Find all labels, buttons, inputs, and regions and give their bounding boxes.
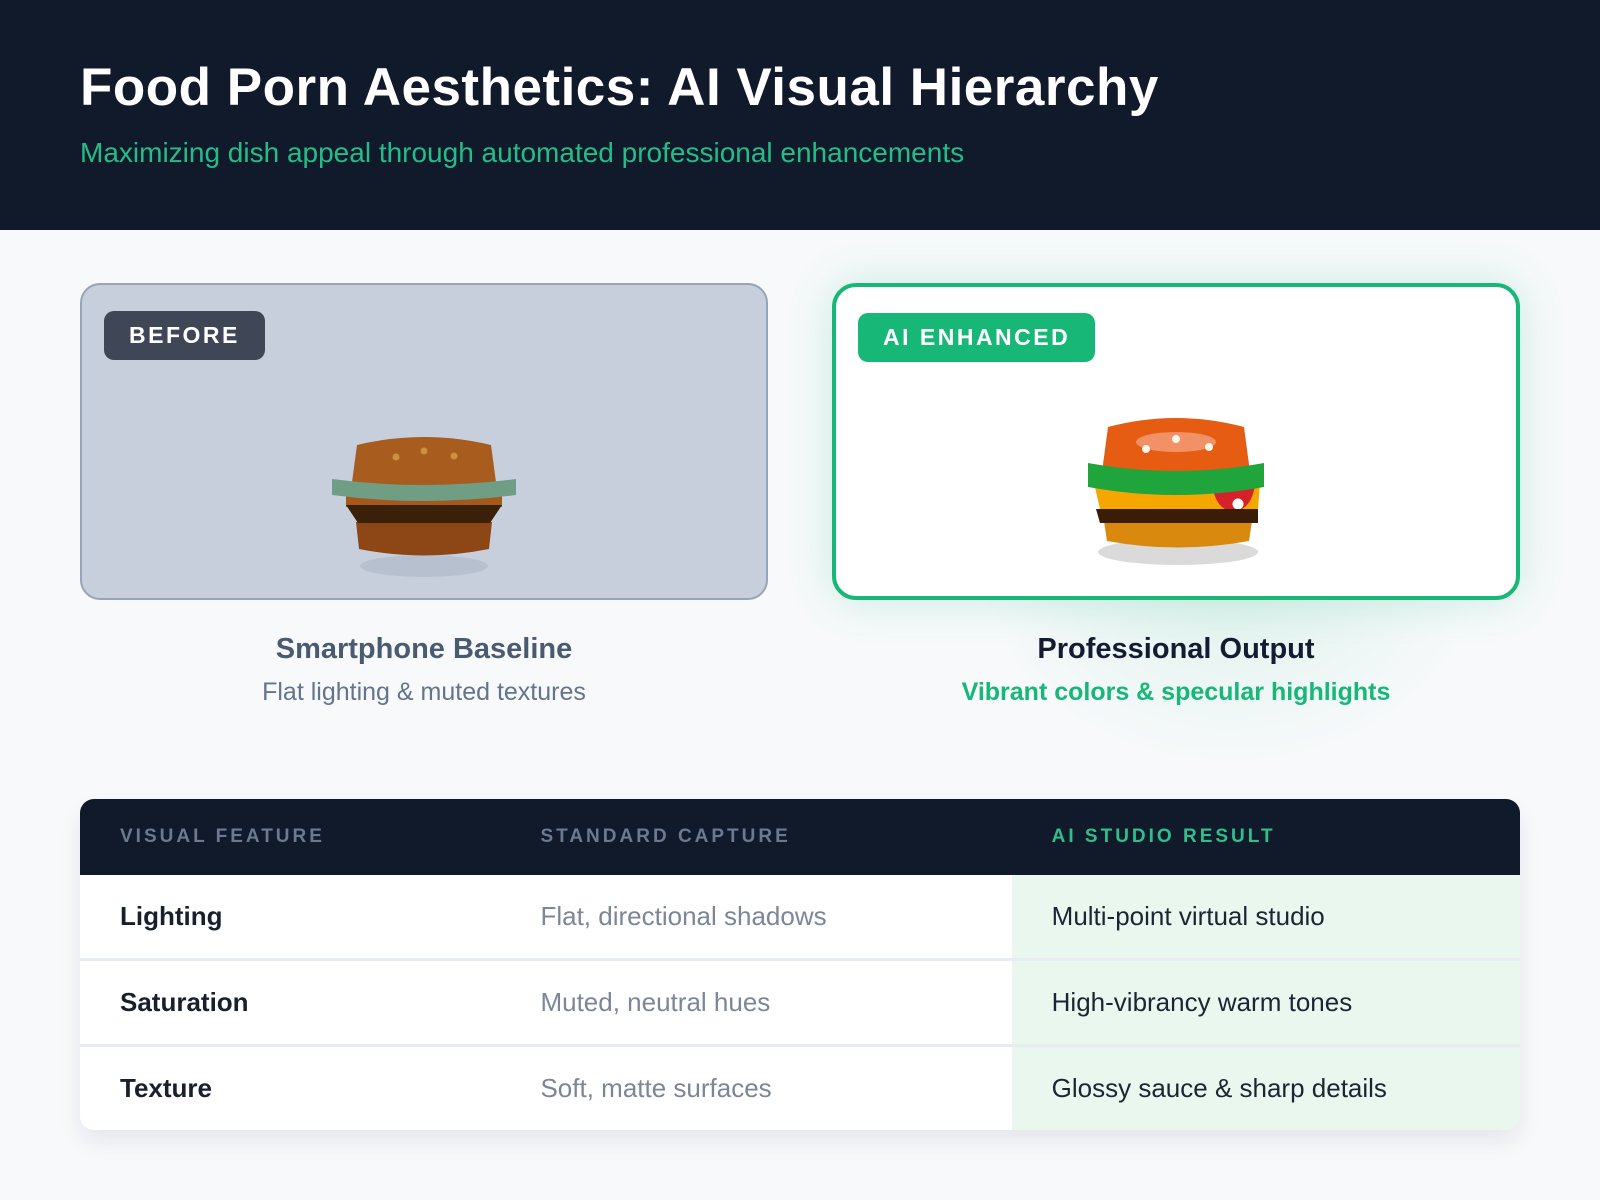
before-badge: BEFORE [104, 311, 265, 360]
after-caption: Professional Output Vibrant colors & spe… [832, 633, 1520, 707]
table-row: Texture Soft, matte surfaces Glossy sauc… [80, 1044, 1520, 1130]
before-caption: Smartphone Baseline Flat lighting & mute… [80, 633, 768, 707]
feature-comparison-table: VISUAL FEATURE STANDARD CAPTURE AI STUDI… [80, 799, 1520, 1130]
ai-enhanced-badge: AI ENHANCED [858, 313, 1096, 362]
after-column: AI ENHANCED Professional Out [832, 283, 1520, 707]
feature-cell: Saturation [80, 958, 501, 1046]
after-caption-subtitle: Vibrant colors & specular highlights [961, 678, 1391, 706]
feature-cell: Lighting [80, 875, 501, 960]
ai-result-cell: Multi-point virtual studio [1011, 875, 1520, 960]
ai-result-cell: Glossy sauce & sharp details [1011, 1044, 1520, 1130]
before-after-comparison: BEFORE Smartphone Baseline Flat lighting… [80, 283, 1520, 707]
muted-burger-icon [332, 437, 516, 577]
before-caption-subtitle: Flat lighting & muted textures [262, 678, 586, 706]
table-header-row: VISUAL FEATURE STANDARD CAPTURE AI STUDI… [80, 799, 1520, 875]
page-header: Food Porn Aesthetics: AI Visual Hierarch… [0, 0, 1600, 230]
standard-capture-cell: Soft, matte surfaces [500, 1044, 1012, 1130]
main-content: BEFORE Smartphone Baseline Flat lighting… [0, 283, 1600, 1130]
ai-result-cell: High-vibrancy warm tones [1011, 958, 1520, 1046]
page-title: Food Porn Aesthetics: AI Visual Hierarch… [80, 58, 1159, 117]
before-column: BEFORE Smartphone Baseline Flat lighting… [80, 283, 768, 707]
standard-capture-cell: Flat, directional shadows [500, 875, 1012, 960]
after-caption-title: Professional Output [1037, 633, 1315, 665]
column-header-visual-feature: VISUAL FEATURE [80, 799, 501, 875]
table-row: Lighting Flat, directional shadows Multi… [80, 875, 1520, 960]
standard-capture-cell: Muted, neutral hues [500, 958, 1012, 1046]
before-caption-title: Smartphone Baseline [275, 633, 573, 665]
ai-enhanced-card: AI ENHANCED [832, 283, 1520, 600]
feature-cell: Texture [80, 1044, 501, 1130]
before-card: BEFORE [80, 283, 768, 600]
page-subtitle: Maximizing dish appeal through automated… [80, 136, 965, 168]
column-header-standard-capture: STANDARD CAPTURE [500, 799, 1012, 875]
column-header-ai-studio-result: AI STUDIO RESULT [1011, 799, 1520, 875]
vibrant-burger-icon [1088, 418, 1264, 565]
table-row: Saturation Muted, neutral hues High-vibr… [80, 958, 1520, 1046]
